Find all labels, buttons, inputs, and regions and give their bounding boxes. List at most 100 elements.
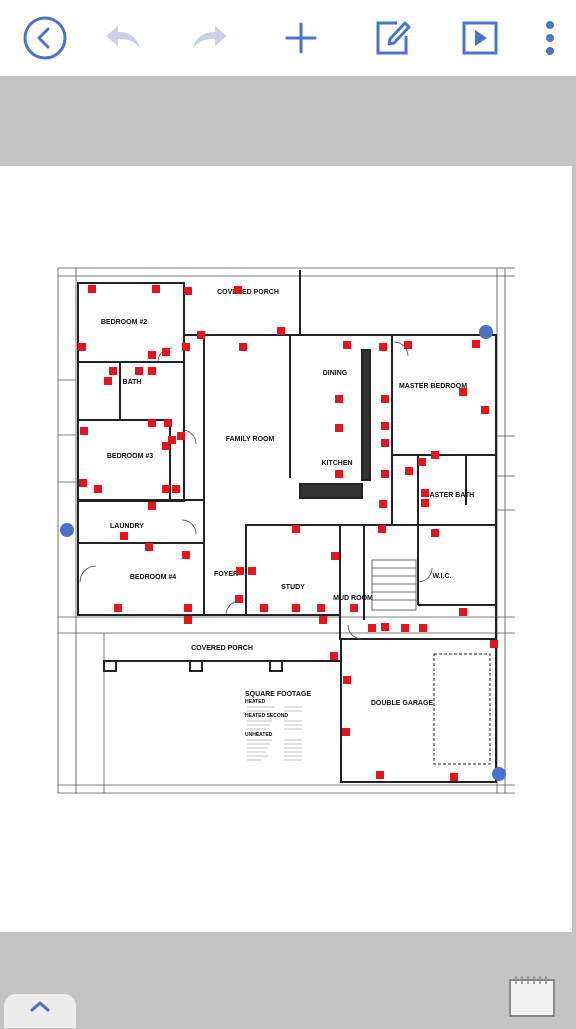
annotation-marker[interactable] — [431, 451, 439, 459]
annotation-marker[interactable] — [148, 419, 156, 427]
annotation-marker[interactable] — [184, 604, 192, 612]
annotation-marker[interactable] — [343, 341, 351, 349]
annotation-marker[interactable] — [379, 343, 387, 351]
annotation-marker[interactable] — [335, 470, 343, 478]
annotation-marker[interactable] — [381, 623, 389, 631]
annotation-marker[interactable] — [481, 406, 489, 414]
edit-button[interactable] — [370, 14, 416, 62]
annotation-marker[interactable] — [78, 343, 86, 351]
selection-handle[interactable] — [60, 523, 74, 537]
annotation-marker[interactable] — [401, 624, 409, 632]
room-label-dining: DINING — [323, 370, 348, 377]
annotation-marker[interactable] — [120, 532, 128, 540]
annotation-marker[interactable] — [450, 773, 458, 781]
annotation-marker[interactable] — [79, 479, 87, 487]
calendar-button[interactable] — [508, 974, 556, 1023]
more-vertical-icon — [546, 21, 554, 55]
back-circle-icon — [23, 16, 67, 60]
annotation-marker[interactable] — [260, 604, 268, 612]
annotation-marker[interactable] — [419, 624, 427, 632]
play-button[interactable] — [457, 14, 503, 62]
annotation-marker[interactable] — [234, 286, 242, 294]
annotation-marker[interactable] — [236, 567, 244, 575]
selection-handles[interactable] — [60, 325, 506, 781]
annotation-marker[interactable] — [292, 604, 300, 612]
annotation-marker[interactable] — [184, 616, 192, 624]
annotation-marker[interactable] — [152, 285, 160, 293]
annotation-marker[interactable] — [319, 616, 327, 624]
annotation-marker[interactable] — [431, 529, 439, 537]
undo-button[interactable] — [99, 14, 145, 62]
room-label-bedroom3: BEDROOM #3 — [107, 453, 153, 460]
annotation-marker[interactable] — [80, 427, 88, 435]
annotation-marker[interactable] — [94, 485, 102, 493]
annotation-marker[interactable] — [177, 432, 185, 440]
annotation-marker[interactable] — [184, 287, 192, 295]
annotation-marker[interactable] — [404, 341, 412, 349]
document-page[interactable]: COVERED PORCH BEDROOM #2 BATH BEDROOM #3… — [0, 166, 572, 932]
annotation-marker[interactable] — [381, 395, 389, 403]
annotation-marker[interactable] — [148, 351, 156, 359]
annotation-marker[interactable] — [381, 470, 389, 478]
annotation-marker[interactable] — [368, 624, 376, 632]
annotation-marker[interactable] — [135, 367, 143, 375]
annotation-marker[interactable] — [343, 676, 351, 684]
annotation-marker[interactable] — [148, 367, 156, 375]
annotation-marker[interactable] — [88, 285, 96, 293]
annotation-marker[interactable] — [292, 525, 300, 533]
selection-handle[interactable] — [492, 767, 506, 781]
room-label-foyer: FOYER — [214, 571, 238, 578]
annotation-marker[interactable] — [277, 327, 285, 335]
annotation-marker[interactable] — [379, 500, 387, 508]
room-label-double-garage: DOUBLE GARAGE — [371, 700, 434, 707]
annotation-marker[interactable] — [421, 499, 429, 507]
annotation-marker[interactable] — [490, 640, 498, 648]
annotation-marker[interactable] — [350, 604, 358, 612]
room-label-bedroom2: BEDROOM #2 — [101, 319, 147, 326]
annotation-marker[interactable] — [342, 728, 350, 736]
annotation-marker[interactable] — [162, 348, 170, 356]
room-label-mud-room: MUD ROOM — [333, 595, 373, 602]
annotation-marker[interactable] — [459, 388, 467, 396]
annotation-marker[interactable] — [162, 442, 170, 450]
annotation-marker[interactable] — [378, 525, 386, 533]
annotation-marker[interactable] — [472, 340, 480, 348]
annotation-marker[interactable] — [418, 458, 426, 466]
annotation-marker[interactable] — [335, 424, 343, 432]
annotation-marker[interactable] — [197, 331, 205, 339]
annotation-marker[interactable] — [164, 419, 172, 427]
annotation-marker[interactable] — [104, 377, 112, 385]
annotation-marker[interactable] — [239, 343, 247, 351]
annotation-marker[interactable] — [317, 604, 325, 612]
room-label-master-bedroom: MASTER BEDROOM — [399, 383, 467, 390]
annotation-marker[interactable] — [381, 439, 389, 447]
room-label-laundry: LAUNDRY — [110, 523, 144, 530]
annotation-marker[interactable] — [172, 485, 180, 493]
expand-tab-button[interactable] — [4, 994, 76, 1028]
annotation-marker[interactable] — [235, 595, 243, 603]
annotation-marker[interactable] — [381, 422, 389, 430]
annotation-marker[interactable] — [145, 543, 153, 551]
annotation-marker[interactable] — [376, 771, 384, 779]
back-button[interactable] — [22, 14, 68, 62]
annotation-marker[interactable] — [405, 467, 413, 475]
annotation-marker[interactable] — [182, 551, 190, 559]
annotation-marker[interactable] — [335, 395, 343, 403]
annotation-marker[interactable] — [148, 502, 156, 510]
annotation-marker[interactable] — [459, 608, 467, 616]
annotation-marker[interactable] — [248, 567, 256, 575]
annotation-marker[interactable] — [114, 604, 122, 612]
add-button[interactable] — [278, 14, 324, 62]
annotation-marker[interactable] — [331, 552, 339, 560]
annotation-marker[interactable] — [109, 367, 117, 375]
floor-plan[interactable]: COVERED PORCH BEDROOM #2 BATH BEDROOM #3… — [0, 166, 572, 932]
annotation-marker[interactable] — [168, 436, 176, 444]
redo-button[interactable] — [188, 14, 234, 62]
selection-handle[interactable] — [479, 325, 493, 339]
annotation-marker[interactable] — [330, 652, 338, 660]
annotation-marker[interactable] — [421, 489, 429, 497]
annotation-markers[interactable] — [78, 285, 498, 781]
more-button[interactable] — [527, 14, 573, 62]
annotation-marker[interactable] — [182, 343, 190, 351]
annotation-marker[interactable] — [162, 485, 170, 493]
